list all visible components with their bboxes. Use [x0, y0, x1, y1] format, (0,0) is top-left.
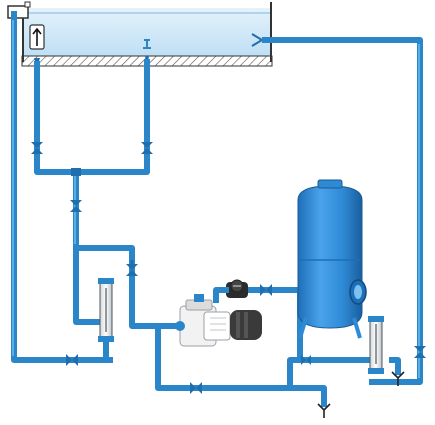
flow-meter-right-icon	[368, 316, 384, 374]
valve-icon[interactable]	[70, 200, 82, 212]
pipe-suction-main	[73, 169, 181, 329]
valve-icon[interactable]	[66, 354, 78, 366]
return-inlet-icon	[251, 33, 271, 47]
pump-icon	[175, 294, 262, 347]
pipe-drain-left	[34, 61, 79, 175]
valve-icon[interactable]	[126, 260, 138, 276]
drain-outlet-right-icon	[391, 371, 405, 386]
flow-meter-left-icon	[98, 278, 114, 363]
drain-outlet-center-icon	[317, 403, 331, 418]
valve-icon[interactable]	[71, 168, 81, 176]
valve-icon[interactable]	[301, 355, 311, 365]
pipe-flowmeter-branch	[73, 245, 109, 325]
sand-filter-tank-icon	[297, 179, 367, 339]
valve-icon[interactable]	[31, 142, 43, 154]
valve-icon[interactable]	[260, 284, 272, 296]
valve-icon[interactable]	[414, 346, 426, 358]
pipe-drain-outlet-center	[287, 385, 327, 407]
pipe-drain-outlet-right	[389, 357, 401, 375]
multiport-valve-icon[interactable]	[213, 279, 248, 303]
valve-icon[interactable]	[141, 142, 153, 154]
vacuum-point-icon	[29, 24, 45, 50]
pipe-drain-center	[73, 59, 150, 175]
valve-icon[interactable]	[190, 382, 202, 394]
